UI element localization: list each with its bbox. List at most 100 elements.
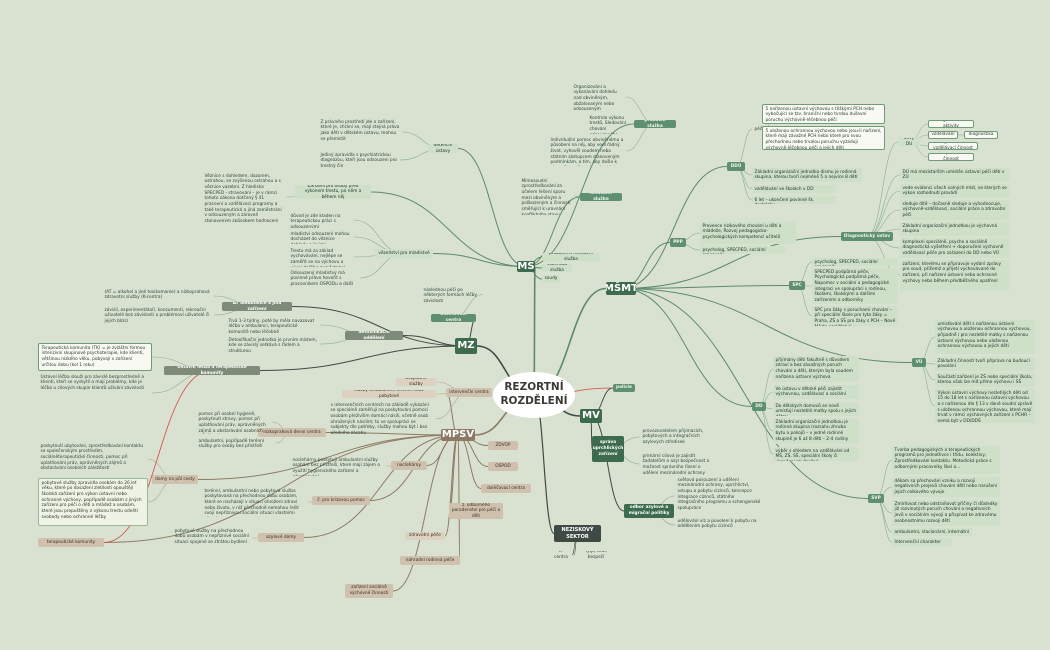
connector-hub-mpsv-node-zdravotni-pece (444, 434, 459, 537)
leaf-probacni-2: Kontrola výkonu trestů, Sledování chován… (589, 115, 626, 135)
leaf-vu-2: Základní činností tvoří příprava na budo… (935, 357, 1035, 371)
node-detoxifikacni[interactable]: detoxifikační oddělení (345, 331, 403, 340)
leaf-dd-4: Základní organizační jednotkou je rodinn… (773, 418, 859, 444)
central-topic[interactable]: REZORTNÍ ROZDĚLENÍ (493, 372, 575, 418)
leaf-vu-1: umisťování dětí s nařízenou ústavní vých… (935, 320, 1035, 354)
leaf-azylove: pobytové služby na přechodnou dobu osobá… (174, 528, 249, 545)
leaf-du-terapeuticka: terapeutická činnost (928, 153, 974, 161)
node-krizova-pomoc[interactable]: č. pro krizovou pomoc (312, 496, 370, 505)
hub-msmt[interactable]: MŠMT (606, 282, 636, 295)
connector-node-diagnosticky-ustav-node-devy-du (866, 141, 899, 237)
leaf-mediacni: Mimosoudní zprostředkování za účelem řeš… (521, 178, 571, 216)
leaf-svp-1: Tvorba pedagogických a terapeutických pr… (892, 446, 1000, 474)
node-probacni-mediacni[interactable]: probační a mediační služba (542, 253, 600, 261)
connector-node-diagnosticky-ustav-leaf-du-3 (866, 190, 901, 237)
hub-neziskovy-sektor[interactable]: NEZISKOVÝ SEKTOR (554, 525, 601, 542)
node-mediacni-sluzba[interactable]: mediační služba (580, 193, 622, 201)
leaf-domy-1: poskytnutí ubytování, zprostředkování ko… (40, 443, 144, 472)
hub-mz[interactable]: MZ (455, 338, 477, 354)
node-vezenstvi-mladistvi[interactable]: vězeňství pro mladistvé (375, 249, 433, 258)
hub-ms[interactable]: MS (517, 261, 535, 272)
node-diagnosticky-ustav[interactable]: Diagnostický ústav (841, 232, 893, 241)
leaf-ddu-6: 6 let – ukončení povinné šk. docházky (752, 196, 836, 204)
node-zdvop[interactable]: ZDVOP (488, 441, 518, 450)
leaf-ddu-2: 5 nařízenou ústavní výchovou s těžkými P… (762, 104, 885, 124)
node-soudy[interactable]: soudy (542, 275, 560, 283)
connector-hub-ms-node-zarizeni-pred-trestem (370, 191, 527, 267)
leaf-du-vzdelavani: vzdělávání (928, 131, 958, 139)
node-spc[interactable]: SPC (789, 281, 805, 290)
leaf-intervencni: v intervenčních centrech na základě vyká… (330, 402, 429, 436)
node-domy-na-pul-cesty[interactable]: domy na půl cesty (152, 475, 198, 484)
leaf-odbor-2: udělování víz a povolení k pobytu na odd… (677, 518, 757, 530)
node-probacni-sluzba[interactable]: probační služba (634, 120, 676, 128)
leaf-ddu-3: 5 uloženou ochrannou výchovou nebo jsou-… (762, 126, 885, 150)
connector-hub-mpsv-node-terapeuticke-komunity (103, 434, 459, 543)
node-devy-du[interactable]: děvy DU (898, 138, 920, 146)
node-vu[interactable]: VÚ (912, 358, 926, 367)
connector-hub-msmt-node-dd (620, 288, 753, 407)
connector-hub-ms-node-vezenstvi-mladistvi (432, 253, 527, 267)
leaf-detencni-1: Z právního prostředí jde o zařízení, kte… (320, 119, 400, 142)
leaf-detox-1: Trvá 1-3 týdny, poté by měla navazovat l… (228, 318, 315, 334)
hub-mpsv[interactable]: MPSV (441, 429, 475, 441)
leaf-svp-4: ambulantní, stacionární, internátní (892, 528, 972, 536)
leaf-probacni-1: Organizování a vykonávání dohledu nad ob… (573, 84, 617, 112)
node-svp[interactable]: SVP (868, 494, 884, 503)
leaf-du-3: vede evidenci všech volných míst, ve kte… (900, 184, 1010, 198)
node-dd[interactable]: DD (752, 402, 766, 411)
node-nizkoprahova[interactable]: nízkoprahová denní centra (258, 428, 326, 437)
connector-hub-ms-node-detencni-ustavy (457, 148, 527, 267)
node-intervencni-centra[interactable]: intervenční centra (446, 388, 492, 397)
leaf-nizkoprahova: pomoc při osobní hygieně, poskytnutí str… (198, 411, 266, 434)
leaf-at-1: (AT = alkohol a jiné toxikomanie) a nízk… (104, 289, 210, 301)
hub-mv[interactable]: MV (580, 409, 602, 423)
connector-hub-msmt-node-vu (620, 288, 913, 363)
leaf-vezenstvi-2: mladiství odsouzení mohou docházet do vě… (290, 231, 350, 245)
node-azylove-domy[interactable]: azylové domy (258, 533, 304, 542)
leaf-svp-5: Intervenční charakter (892, 538, 952, 546)
node-zarizeni-pred-trestem[interactable]: Zařízení pro osoby před výkonem trestu, … (295, 185, 371, 199)
leaf-spc-1: psycholog, SPECPED, sociální pracovník (812, 258, 898, 266)
leaf-spc-3: SPC pro žáky s poruchami chování – při s… (812, 306, 898, 326)
node-at-ambulance[interactable]: AT ambulance a jiná zařízení (222, 302, 292, 311)
node-ppp[interactable]: PPP (670, 238, 686, 247)
leaf-vezenstvi-3: Trestu má za základ vychovávání, nejlépe… (290, 248, 345, 268)
leaf-du-7: zařízení, kterému se připravuje vydání z… (900, 260, 1010, 290)
node-dolecovaci-mpsv[interactable]: doléčovací centra (481, 484, 531, 493)
connector-hub-mpsv-node-nahradni-rodinna (457, 434, 461, 561)
leaf-at-2: závislí, experimentátoři, konzumenti, re… (104, 307, 210, 324)
node-ty-kruh-bezpeci[interactable]: Ty(p) Kruh bezpečí (585, 551, 607, 559)
node-ospod[interactable]: OSPOD (488, 462, 518, 471)
node-bezplatne[interactable]: bezplatné služby (396, 378, 436, 386)
leaf-probacni-3: Individuální pomoc obviněnému a působení… (550, 137, 624, 167)
connector-hub-mpsv-node-azylove-domy (303, 434, 459, 538)
leaf-du-5: Základní organizační jednotkou je výchov… (900, 222, 1010, 236)
leaf-du-4: sleduje dítě – dočasně sleduje a vyhodno… (900, 200, 1010, 220)
node-ddu[interactable]: DDÚ (727, 162, 745, 171)
node-terapeuticke-komunity[interactable]: terapeutické komunity (38, 538, 104, 547)
node-ustavni-lecba[interactable]: Ústavní léčba a terapeutické komunity (164, 366, 260, 375)
connector-node-ddu-leaf-ddu-1 (735, 128, 753, 167)
node-nahradni-rodinna[interactable]: náhradní rodinná péče (400, 556, 460, 565)
leaf-vezenstvi-1: důvod je zde kladen na terapeutickou prá… (290, 213, 341, 229)
node-odbor-azylove[interactable]: odbor azylové a migrační politiky (624, 504, 674, 518)
node-dolecovaci-centra[interactable]: Doléčovací centra (431, 314, 476, 322)
leaf-du-organizacni: organizační aktivity (928, 120, 974, 128)
node-nocleharny[interactable]: noclehárny (391, 461, 427, 470)
node-zarizeni-socialne[interactable]: zařízení sociálně výchovné činnosti (345, 584, 393, 598)
connector-hub-mz-node-ustavni-lecba (259, 345, 467, 371)
leaf-nocleharny: noclehárny poskytují ambulantní služby o… (292, 457, 380, 477)
node-sluzby-ambulantni[interactable]: služby ambulantní, terénní nebo pobytové (342, 390, 436, 398)
node-sprava-uprchlickych[interactable]: správa uprchlických zařízení (592, 436, 624, 462)
node-odborne-poradenstvi[interactable]: z. odborného poradenství pro péči o děti (449, 503, 503, 519)
node-vezenska-sluzba[interactable]: vězeňská služba (542, 264, 572, 272)
connector-hub-msmt-node-spc (620, 285, 790, 289)
leaf-dolecovaci: následnou péči po některých formách léčb… (423, 287, 478, 304)
node-detencni-ustavy[interactable]: detenční ústavy (428, 144, 458, 153)
node-zdravotni-pece[interactable]: zdravotní péče (405, 532, 445, 540)
node-policie[interactable]: policie (613, 384, 635, 392)
node-k-centra[interactable]: K-centra (554, 551, 568, 559)
connector-hub-mpsv-node-zarizeni-socialne (392, 434, 459, 592)
